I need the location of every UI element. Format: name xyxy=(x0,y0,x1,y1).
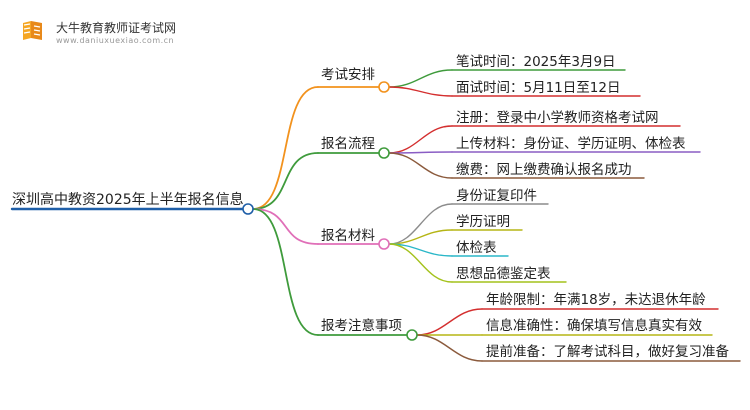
leaf-interview-date: 面试时间：5月11日至12日 xyxy=(456,80,621,96)
leaf-link-1-2 xyxy=(388,152,453,179)
branch-link-0 xyxy=(252,86,319,210)
branch-node-0 xyxy=(378,81,390,93)
leaf-link-3-0 xyxy=(416,308,483,336)
branch-registration-process: 报名流程 xyxy=(321,136,375,152)
branch-exam-schedule: 考试安排 xyxy=(321,67,375,83)
leaf-register: 注册：登录中小学教师资格考试网 xyxy=(456,110,659,126)
leaf-link-2-0 xyxy=(388,203,453,245)
leaf-preparation: 提前准备：了解考试科目，做好复习准备 xyxy=(486,344,729,360)
leaf-id-copy: 身份证复印件 xyxy=(456,188,537,204)
leaf-link-2-1 xyxy=(388,229,453,245)
branch-node-2 xyxy=(378,238,390,250)
root-node-label: 深圳高中教资2025年上半年报名信息 xyxy=(12,192,244,208)
leaf-written-exam-date: 笔试时间：2025年3月9日 xyxy=(456,54,616,70)
leaf-link-0-0 xyxy=(388,69,453,88)
site-logo: 大牛教育教师证考试网 www.daniuxuexiao.com.cn xyxy=(16,14,196,50)
leaf-education-certificate: 学历证明 xyxy=(456,214,510,230)
logo-title: 大牛教育教师证考试网 xyxy=(56,21,177,35)
book-icon xyxy=(23,21,42,40)
leaf-link-0-1 xyxy=(388,86,453,97)
leaf-moral-appraisal: 思想品德鉴定表 xyxy=(456,266,551,282)
root-node xyxy=(242,203,254,215)
branch-node-3 xyxy=(406,329,418,341)
branch-link-1 xyxy=(252,152,319,210)
leaf-link-1-0 xyxy=(388,125,453,154)
leaf-medical-form: 体检表 xyxy=(456,240,497,256)
leaf-link-2-3 xyxy=(388,243,453,283)
logo-url: www.daniuxuexiao.com.cn xyxy=(56,36,175,45)
leaf-age-limit: 年龄限制：年满18岁，未达退休年龄 xyxy=(486,292,706,308)
leaf-info-accuracy: 信息准确性：确保填写信息真实有效 xyxy=(486,318,702,334)
branch-link-3 xyxy=(252,208,319,336)
leaf-link-3-2 xyxy=(416,334,483,362)
leaf-upload-materials: 上传材料：身份证、学历证明、体检表 xyxy=(456,136,686,152)
branch-notes: 报考注意事项 xyxy=(321,318,402,334)
branch-node-1 xyxy=(378,147,390,159)
branch-registration-materials: 报名材料 xyxy=(321,228,375,244)
leaf-payment: 缴费：网上缴费确认报名成功 xyxy=(456,162,632,178)
branch-link-2 xyxy=(252,208,319,245)
